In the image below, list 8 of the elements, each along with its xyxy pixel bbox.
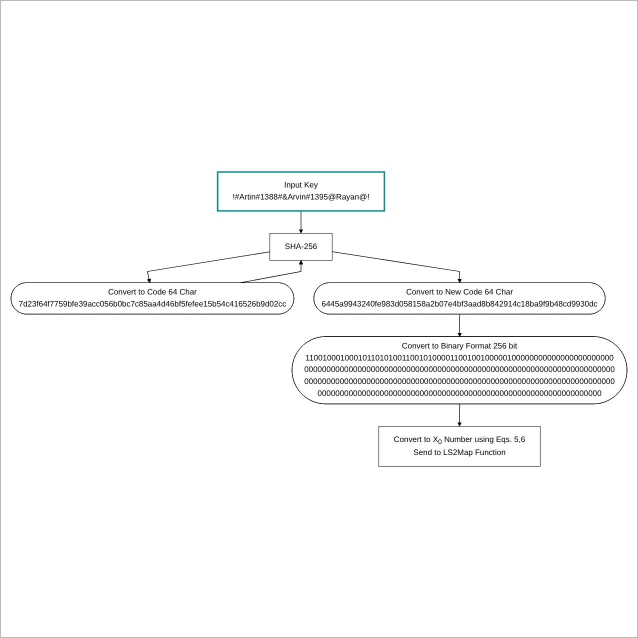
arrow: [458, 314, 462, 337]
arrow: [332, 251, 462, 283]
node-box: [270, 232, 332, 260]
node-box: [216, 171, 386, 212]
arrow: [457, 404, 462, 426]
arrow: [298, 210, 304, 234]
arrow: [146, 251, 270, 283]
node-box: [378, 426, 540, 466]
